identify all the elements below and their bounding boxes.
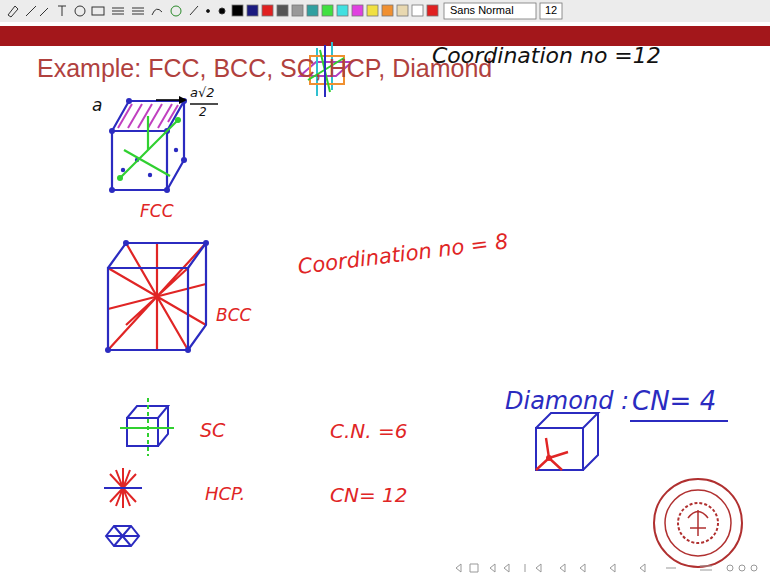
color-swatches <box>232 3 562 19</box>
fcc-cube <box>109 96 218 193</box>
structure-name: Diamond : <box>505 388 629 414</box>
structure-name: BCC <box>216 306 251 325</box>
toolbar <box>0 0 770 22</box>
institute-logo <box>654 479 742 567</box>
font-size-value: 12 <box>545 4 557 16</box>
coordination-note: C.N. =6 <box>330 420 407 442</box>
fraction-numerator: a√2 <box>190 86 215 100</box>
coordination-note: Coordination no = 8 <box>297 230 510 279</box>
structure-name: HCP. <box>205 484 245 504</box>
structure-name: FCC <box>140 202 174 221</box>
nav-icons <box>456 564 757 572</box>
structure-name: SC <box>200 420 225 441</box>
header-bar <box>0 26 770 46</box>
coordination-note: Coordination no =12 <box>432 44 661 68</box>
hcp-hexagon <box>106 526 139 546</box>
underline <box>630 420 728 422</box>
sc-cube <box>120 398 174 456</box>
diamond-cube <box>536 413 598 470</box>
fraction-bar <box>190 103 218 104</box>
edge-length: a <box>92 96 102 115</box>
slide-title: Example: FCC, BCC, SC, HCP, Diamond <box>37 55 492 83</box>
hcp-star <box>104 468 142 508</box>
font-name: Sans Normal <box>450 4 514 16</box>
toolbar-icons <box>8 6 225 17</box>
bcc-cube <box>105 240 209 353</box>
coordination-note: CN= 4 <box>632 387 716 416</box>
fraction-denominator: 2 <box>199 106 207 119</box>
coordination-note: CN= 12 <box>330 484 408 506</box>
